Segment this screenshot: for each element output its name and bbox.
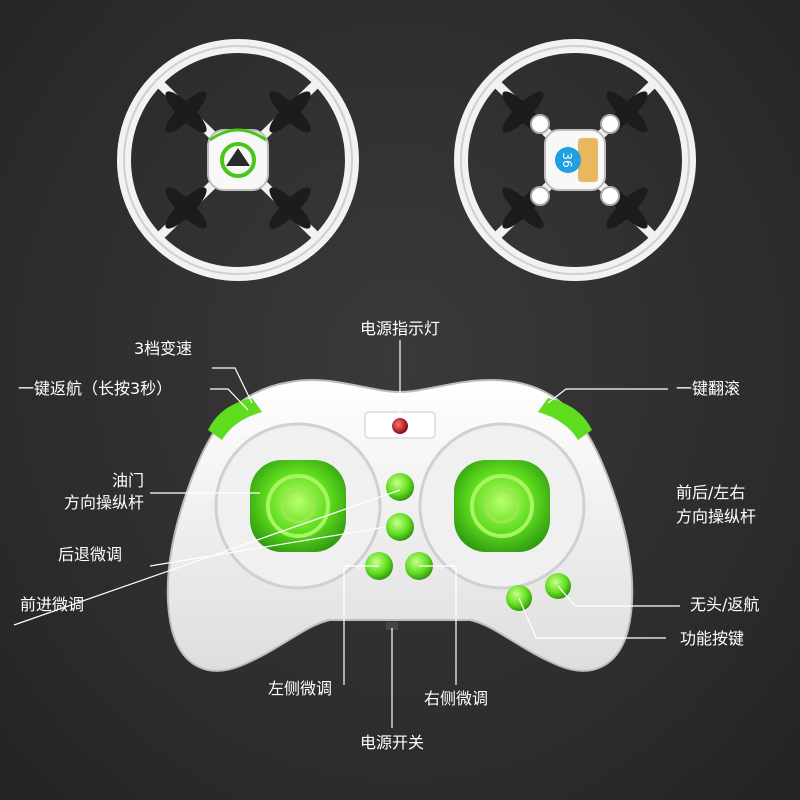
drone-top-icon (117, 39, 359, 281)
controller-icon (166, 378, 634, 672)
label-throttle-2: 方向操纵杆 (63, 493, 144, 512)
label-power-switch: 电源开关 (359, 733, 424, 752)
label-headless: 无头/返航 (690, 595, 760, 614)
drone-badge: 36 (560, 152, 574, 167)
label-forward-trim: 前进微调 (20, 595, 85, 614)
label-throttle-1: 油门 (111, 471, 144, 490)
label-power-led: 电源指示灯 (359, 319, 440, 338)
leader-lines (13, 340, 680, 728)
label-function-keys: 功能按键 (680, 629, 745, 648)
label-direction-1: 前后/左右 (676, 483, 746, 502)
label-direction-2: 方向操纵杆 (676, 507, 757, 526)
drone-bottom-icon: 36 (454, 39, 696, 281)
label-right-trim: 右侧微调 (424, 689, 489, 708)
label-speed-3: 3档变速 (134, 339, 193, 358)
label-left-trim: 左侧微调 (268, 679, 333, 698)
label-back-trim: 后退微调 (58, 545, 123, 564)
label-return-long: 一键返航（长按3秒） (18, 379, 173, 398)
label-flip: 一键翻滚 (676, 379, 741, 398)
